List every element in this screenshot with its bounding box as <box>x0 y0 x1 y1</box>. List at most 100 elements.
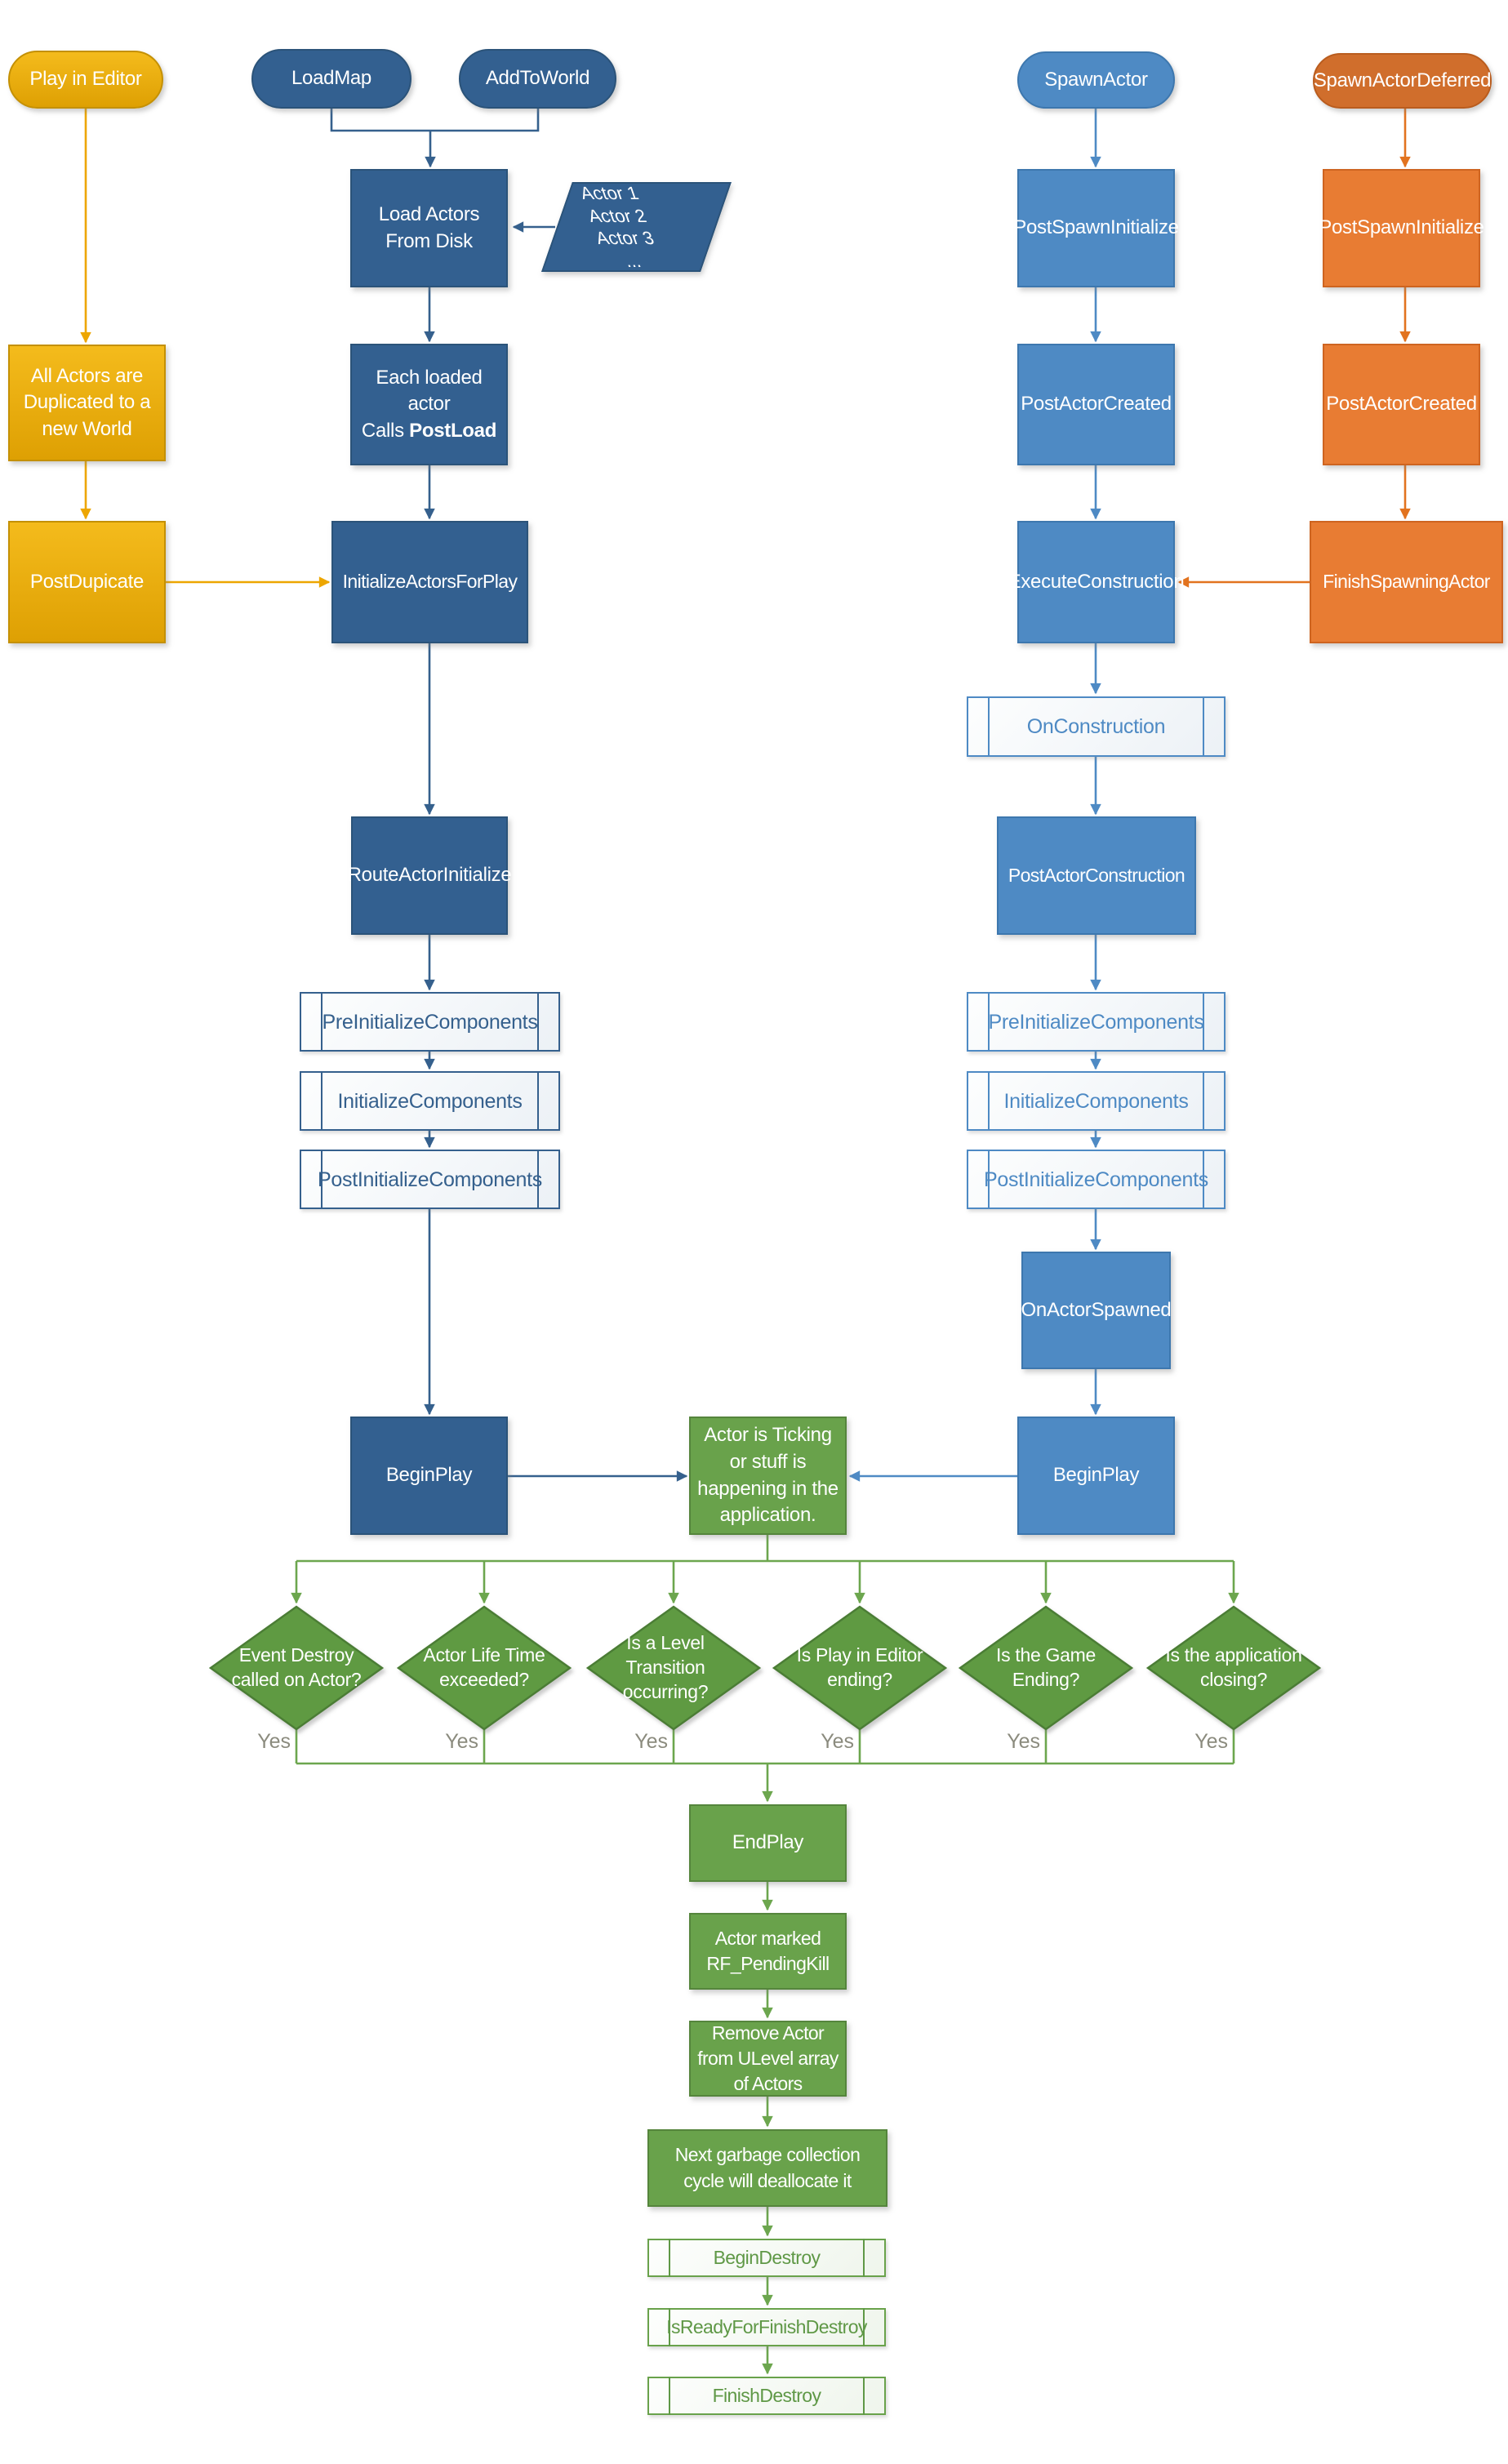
decision-diamonds <box>208 1605 1322 1731</box>
node-play-in-editor: Play in Editor <box>8 51 163 109</box>
node-label: All Actors are Duplicated to a new World <box>23 364 151 440</box>
node-label: PreInitializeComponents <box>322 1010 538 1034</box>
decision-question: Is the Game Ending? <box>996 1644 1096 1690</box>
decision-game-ending: Is the Game Ending? <box>972 1610 1119 1726</box>
node-label: PostActorCreated <box>1021 393 1172 416</box>
node-label: Actor is Ticking or stuff is happening i… <box>697 1424 839 1527</box>
node-route-actor-initialize: RouteActorInitialize <box>348 816 512 935</box>
node-label: Play in Editor <box>29 68 142 91</box>
node-pre-initialize-components-left: PreInitializeComponents <box>300 992 560 1052</box>
node-label: BeginPlay <box>1052 1464 1140 1487</box>
node-label: ExecuteConstruction <box>1008 570 1185 593</box>
medium-blue-connectors <box>848 109 1101 1482</box>
yes-label: Yes <box>1194 1730 1228 1753</box>
decision-question: Event Destroy called on Actor? <box>231 1644 362 1690</box>
node-post-spawn-initialize-blue: PostSpawnInitialize <box>1013 169 1179 287</box>
node-label: InitializeComponents <box>337 1089 523 1113</box>
yes-label: Yes <box>1007 1730 1040 1753</box>
node-label: PostDupicate <box>29 570 145 593</box>
node-each-loaded-actor: Each loaded actor Calls PostLoad <box>350 344 508 465</box>
node-execute-construction: ExecuteConstruction <box>1008 521 1185 643</box>
node-is-ready-for-finish-destroy: IsReadyForFinishDestroy <box>647 2308 886 2346</box>
node-spawn-actor: SpawnActor <box>1017 51 1175 109</box>
node-label: RouteActorInitialize <box>347 864 512 887</box>
node-label: PostActorCreated <box>1326 393 1477 416</box>
decision-question: Is the application closing? <box>1165 1644 1302 1690</box>
node-label: PostActorConstruction <box>1008 864 1185 886</box>
node-initialize-components-right: InitializeComponents <box>967 1071 1226 1131</box>
node-label-prefix: Calls <box>361 419 410 442</box>
node-initialize-actors-for-play: InitializeActorsForPlay <box>331 521 528 643</box>
node-post-actor-construction: PostActorConstruction <box>997 816 1196 935</box>
node-label: OnActorSpawned <box>1021 1298 1172 1321</box>
node-load-map: LoadMap <box>251 49 411 109</box>
node-next-garbage-collection: Next garbage collection cycle will deall… <box>647 2129 887 2207</box>
yes-label: Yes <box>634 1730 668 1753</box>
node-begin-destroy: BeginDestroy <box>647 2239 886 2277</box>
node-label: IsReadyForFinishDestroy <box>666 2315 867 2337</box>
node-label: FinishSpawningActor <box>1323 571 1490 593</box>
node-label: AddToWorld <box>485 67 590 90</box>
decision-event-destroy: Event Destroy called on Actor? <box>223 1610 370 1726</box>
yellow-connectors <box>80 109 331 588</box>
node-label: OnConstruction <box>1026 715 1166 738</box>
node-label-bold: PostLoad <box>409 419 497 442</box>
diamond-pie-ending <box>772 1605 948 1731</box>
actor-list-line: Actor 1 <box>577 183 642 203</box>
node-add-to-world: AddToWorld <box>459 49 616 109</box>
actor-list-text: Actor 1 Actor 2 Actor 3 ... <box>526 182 716 272</box>
diamond-level-transition <box>585 1605 762 1731</box>
node-begin-play-right: BeginPlay <box>1017 1417 1175 1535</box>
node-finish-destroy: FinishDestroy <box>647 2377 886 2415</box>
node-label: PreInitializeComponents <box>988 1010 1204 1034</box>
node-label: BeginPlay <box>385 1464 473 1487</box>
node-post-dupicate: PostDupicate <box>8 521 166 643</box>
node-label: PostSpawnInitialize <box>1319 216 1484 239</box>
node-label: Each loaded actor <box>376 366 483 416</box>
node-label: Next garbage collection cycle will deall… <box>674 2144 861 2191</box>
node-end-play: EndPlay <box>689 1804 847 1882</box>
diamond-life-time <box>396 1605 572 1731</box>
node-label: BeginDestroy <box>713 2246 821 2268</box>
node-post-initialize-components-right: PostInitializeComponents <box>967 1150 1226 1209</box>
node-load-actors-from-disk: Load Actors From Disk <box>350 169 508 287</box>
decision-app-closing: Is the application closing? <box>1160 1610 1307 1726</box>
node-label: Load Actors From Disk <box>378 202 480 252</box>
node-post-actor-created-blue: PostActorCreated <box>1017 344 1175 465</box>
node-label: Remove Actor from ULevel array of Actors <box>697 2021 839 2095</box>
decision-question: Actor Life Time exceeded? <box>423 1644 545 1690</box>
node-all-actors-duplicated: All Actors are Duplicated to a new World <box>8 345 166 461</box>
diamond-game-ending <box>958 1605 1134 1731</box>
yes-label: Yes <box>257 1730 291 1753</box>
node-label: PostInitializeComponents <box>318 1168 542 1191</box>
node-begin-play-left: BeginPlay <box>350 1417 508 1535</box>
node-label: InitializeComponents <box>1003 1089 1189 1113</box>
node-label: SpawnActor <box>1044 68 1148 91</box>
diamond-app-closing <box>1145 1605 1322 1731</box>
orange-connectors <box>1177 109 1411 588</box>
decision-question: Is Play in Editor ending? <box>796 1644 923 1690</box>
node-label: PostSpawnInitialize <box>1013 216 1179 239</box>
decision-life-time: Actor Life Time exceeded? <box>411 1610 558 1726</box>
actor-list-line: Actor 2 <box>585 205 649 226</box>
decision-question: Is a Level Transition occurring? <box>622 1632 709 1702</box>
decision-pie-ending: Is Play in Editor ending? <box>786 1610 933 1726</box>
node-label: FinishDestroy <box>712 2384 821 2406</box>
node-post-spawn-initialize-orange: PostSpawnInitialize <box>1319 169 1484 287</box>
yes-label: Yes <box>821 1730 854 1753</box>
node-remove-actor-from-ulevel: Remove Actor from ULevel array of Actors <box>689 2021 847 2097</box>
node-on-construction: OnConstruction <box>967 696 1226 757</box>
actor-list-line: Actor 3 <box>592 228 657 248</box>
yes-label: Yes <box>445 1730 478 1753</box>
node-label: EndPlay <box>732 1831 804 1854</box>
node-actor-is-ticking: Actor is Ticking or stuff is happening i… <box>689 1417 847 1535</box>
node-actor-marked-pending-kill: Actor marked RF_PendingKill <box>689 1913 847 1990</box>
actor-list-line: ... <box>621 250 644 271</box>
dark-blue-connectors <box>330 109 688 1482</box>
node-label: InitializeActorsForPlay <box>342 571 518 593</box>
node-label: Calls PostLoad <box>362 418 496 445</box>
node-pre-initialize-components-right: PreInitializeComponents <box>967 992 1226 1052</box>
node-label: SpawnActorDeferred <box>1313 69 1492 91</box>
node-post-actor-created-orange: PostActorCreated <box>1323 344 1480 465</box>
